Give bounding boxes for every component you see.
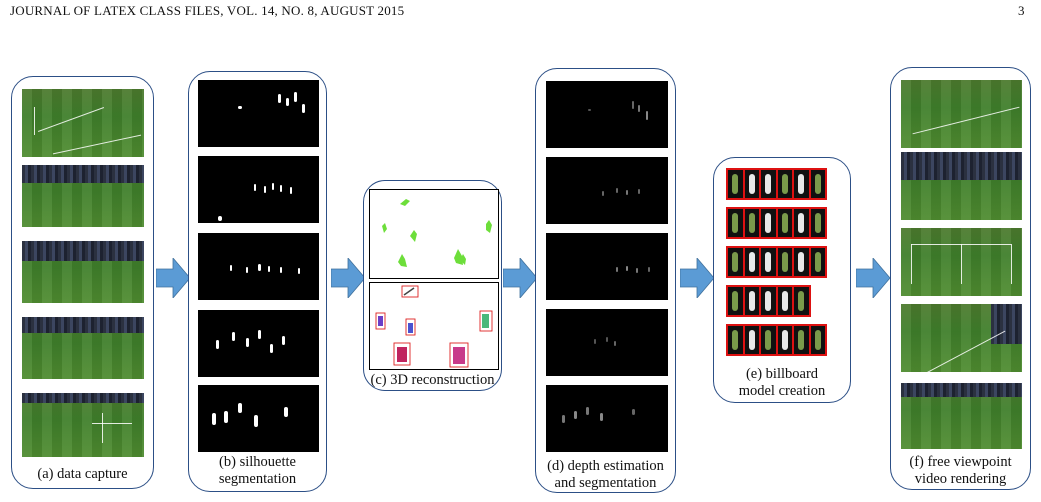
billboard-row-4: [726, 285, 811, 317]
caption-billboard-line1: (e) billboard: [745, 366, 819, 382]
render-frame-3: [901, 228, 1022, 296]
caption-depth-line1: (d) depth estimation: [547, 458, 664, 474]
caption-billboard-line2: model creation: [738, 383, 826, 399]
depth-frame-5: [546, 385, 668, 452]
caption-silhouette-line1: (b) silhouette: [219, 454, 296, 470]
billboard-row-2: [726, 207, 827, 239]
reconstruction-points-view: [369, 189, 499, 279]
caption-3d-reconstruction: (c) 3D reconstruction: [370, 372, 495, 388]
depth-frame-3: [546, 233, 668, 300]
silhouette-frame-2: [198, 156, 319, 223]
panel-silhouette-segmentation: (b) silhouette segmentation: [188, 71, 327, 492]
capture-frame-5: [22, 393, 144, 457]
panel-data-capture: (a) data capture: [11, 76, 154, 489]
caption-rendering-line2: video rendering: [914, 471, 1007, 487]
capture-frame-1: [22, 89, 144, 157]
flow-arrow-icon: [503, 258, 537, 298]
reconstruction-bbox-view: [369, 282, 499, 370]
capture-frame-2: [22, 165, 144, 227]
capture-frame-4: [22, 317, 144, 379]
caption-data-capture: (a) data capture: [37, 466, 128, 482]
render-frame-5: [901, 383, 1022, 449]
silhouette-frame-1: [198, 80, 319, 147]
flow-arrow-icon: [680, 258, 714, 298]
depth-frame-2: [546, 157, 668, 224]
silhouette-frame-4: [198, 310, 319, 377]
billboard-row-1: [726, 168, 827, 200]
caption-depth-line2: and segmentation: [554, 475, 657, 491]
render-frame-1: [901, 80, 1022, 148]
depth-frame-4: [546, 309, 668, 376]
panel-billboard-creation: (e) billboard model creation: [713, 157, 851, 403]
caption-silhouette-line2: segmentation: [218, 471, 297, 487]
caption-rendering-line1: (f) free viewpoint: [909, 454, 1012, 470]
panel-3d-reconstruction: (c) 3D reconstruction: [363, 180, 502, 391]
flow-arrow-icon: [856, 258, 890, 298]
render-frame-2: [901, 152, 1022, 220]
depth-frame-1: [546, 81, 668, 148]
journal-header: JOURNAL OF LATEX CLASS FILES, VOL. 14, N…: [10, 3, 405, 18]
billboard-row-3: [726, 246, 827, 278]
panel-free-viewpoint-rendering: (f) free viewpoint video rendering: [890, 67, 1031, 490]
silhouette-frame-5: [198, 385, 319, 452]
page-number: 3: [1018, 3, 1025, 18]
render-frame-4: [901, 304, 1022, 372]
flow-arrow-icon: [331, 258, 365, 298]
billboard-row-5: [726, 324, 827, 356]
panel-depth-estimation: (d) depth estimation and segmentation: [535, 68, 676, 493]
silhouette-frame-3: [198, 233, 319, 300]
flow-arrow-icon: [156, 258, 190, 298]
capture-frame-3: [22, 241, 144, 303]
